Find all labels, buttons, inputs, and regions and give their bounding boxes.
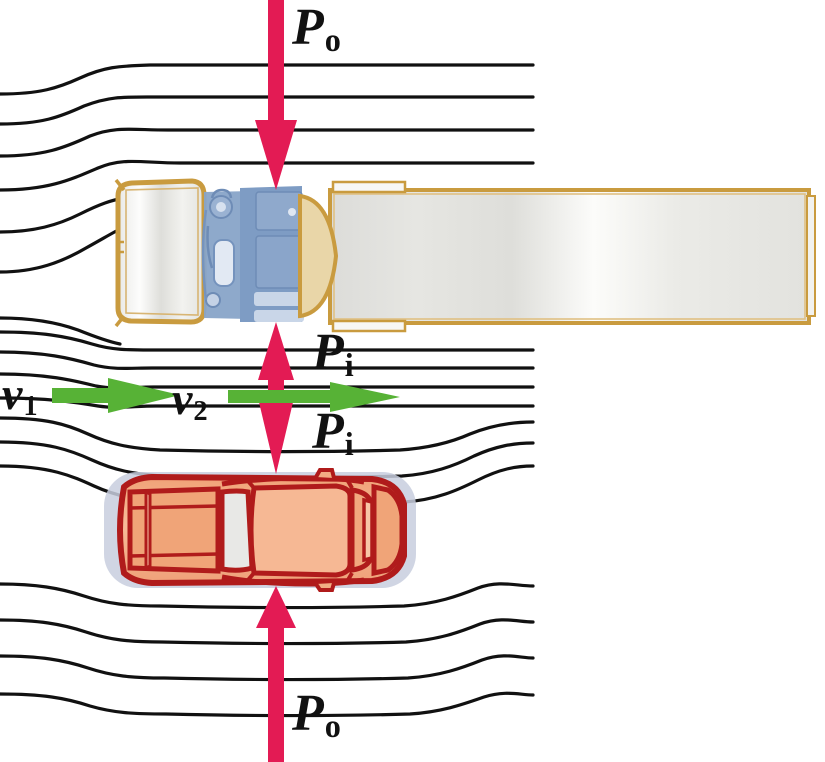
arrow-pressure-outside-top bbox=[255, 0, 297, 190]
arrow-pressure-inside-truck bbox=[258, 322, 294, 388]
car-trunk-panel bbox=[127, 486, 221, 574]
car-rear-window bbox=[219, 488, 255, 573]
label-pressure-inside-upper: Pi bbox=[312, 324, 354, 384]
truck-with-trailer bbox=[114, 178, 816, 333]
label-velocity-2: v2 bbox=[172, 373, 208, 428]
label-pressure-outside-bottom: Po bbox=[292, 685, 341, 745]
trailer-body bbox=[328, 188, 811, 325]
arrow-pressure-outside-bottom bbox=[256, 586, 296, 762]
streamlines-left-upper-feed bbox=[0, 196, 126, 274]
truck-cab-nose bbox=[115, 178, 207, 325]
arrow-velocity-1 bbox=[52, 378, 180, 413]
truck-fairing bbox=[298, 193, 339, 319]
label-pressure-outside-top: Po bbox=[292, 0, 341, 59]
car-mirror-right bbox=[314, 582, 336, 592]
trailer-end-cap bbox=[806, 195, 816, 317]
label-velocity-1: v1 bbox=[2, 368, 38, 423]
truck-engine-block bbox=[201, 186, 304, 322]
trailer-bottom-rail bbox=[331, 319, 407, 333]
label-pressure-inside-lower: Pi bbox=[312, 403, 354, 463]
trailer-top-rail bbox=[331, 180, 407, 194]
car-roof bbox=[248, 483, 353, 578]
car-mirror-left bbox=[314, 468, 336, 479]
streamlines-above-truck bbox=[0, 63, 535, 192]
truck-mirror-left bbox=[114, 178, 126, 192]
car-hood bbox=[371, 483, 405, 577]
truck-mirror-right bbox=[114, 314, 126, 328]
streamlines-below-car bbox=[0, 582, 535, 718]
passenger-car bbox=[104, 468, 416, 592]
arrow-velocity-2 bbox=[228, 382, 400, 412]
streamlines-left-lower-feed bbox=[0, 316, 122, 346]
